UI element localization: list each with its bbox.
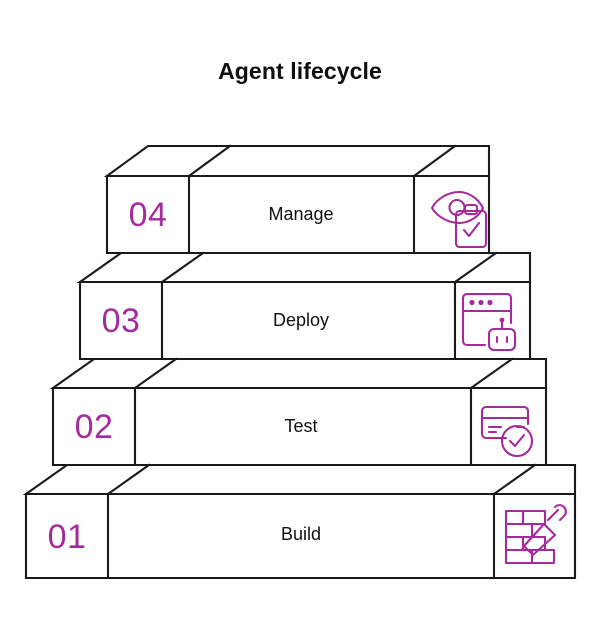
step-04-manage[interactable]: 04 Manage (103, 144, 491, 255)
step-01-top-face (22, 463, 577, 496)
step-01-build[interactable]: 01 Build (22, 463, 577, 580)
step-02-top-divider-right (469, 357, 514, 390)
step-01-label: Build (281, 524, 321, 544)
step-01-top-divider-left (106, 463, 151, 496)
page-title: Agent lifecycle (218, 58, 382, 84)
step-02-label: Test (284, 416, 317, 436)
step-02-number: 02 (75, 408, 114, 446)
card-check-circle-icon (480, 405, 534, 458)
browser-window-robot-icon (461, 292, 517, 352)
step-04-label: Manage (268, 204, 333, 224)
step-01-front-face (24, 492, 577, 580)
step-03-deploy[interactable]: 03 Deploy (76, 251, 532, 361)
step-03-top-divider-right (453, 251, 498, 284)
step-02-top-divider-left (133, 357, 178, 390)
step-04-number: 04 (129, 196, 168, 234)
step-01-number: 01 (48, 518, 87, 556)
step-03-label: Deploy (273, 310, 329, 330)
brick-wall-trowel-icon (504, 504, 567, 565)
eye-clipboard-check-icon (430, 190, 488, 249)
step-02-top-face (49, 357, 548, 390)
step-01-top-divider-right (492, 463, 537, 496)
step-02-test[interactable]: 02 Test (49, 357, 548, 467)
step-04-top-divider-left (187, 144, 232, 178)
step-04-top-face (103, 144, 491, 178)
step-03-top-divider-left (160, 251, 205, 284)
step-04-top-divider-right (412, 144, 457, 178)
step-03-number: 03 (102, 302, 141, 340)
